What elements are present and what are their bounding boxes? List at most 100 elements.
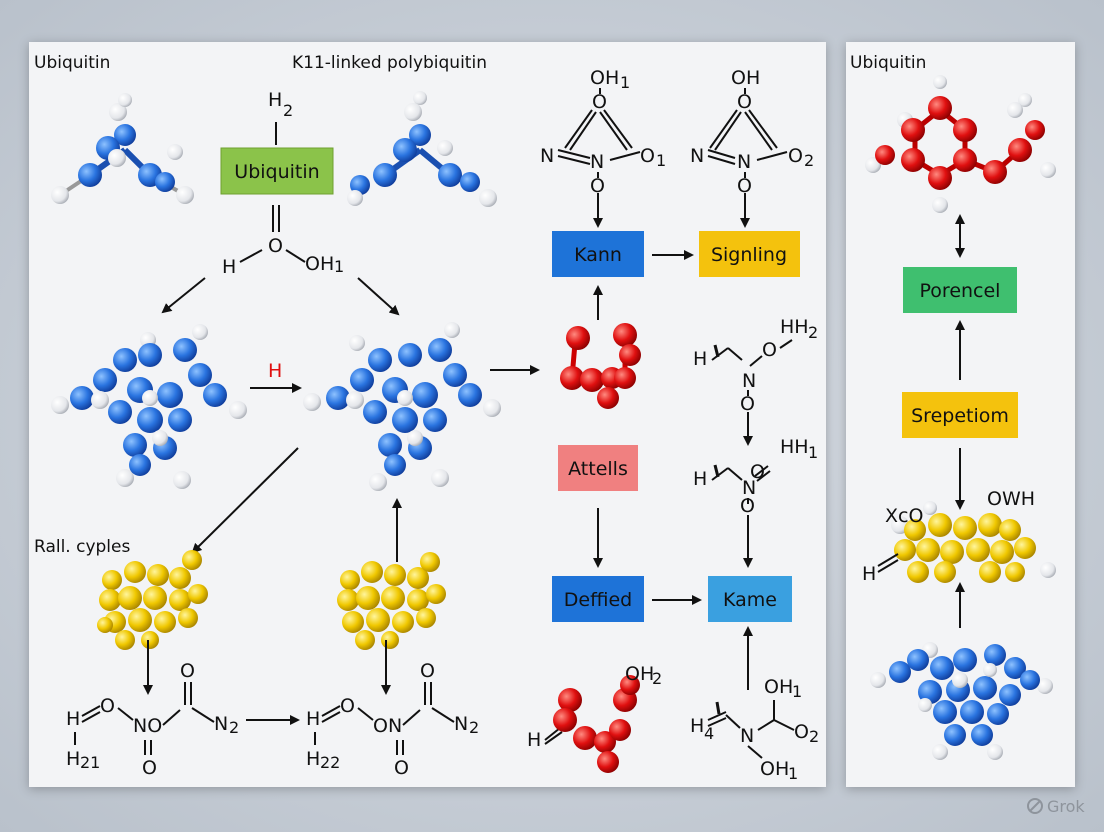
br-oh-bottom-label: OH	[760, 758, 789, 780]
red-hydrogen-label: H	[268, 360, 282, 382]
yellow-molecule-side: XcO OWH H	[862, 488, 1056, 585]
h2-atom-subscript: 2	[283, 101, 293, 120]
b1-h21-label: H	[66, 748, 80, 770]
ubiquitin-label: Ubiquitin	[34, 53, 110, 73]
br-n-label: N	[740, 725, 754, 747]
r1-o1-subscript: 1	[656, 151, 666, 170]
oh-subscript: 1	[334, 257, 344, 276]
blue-molecule-top-center	[347, 91, 497, 207]
b1-o-top-label: O	[180, 660, 195, 682]
arrow-down-left	[161, 277, 206, 314]
m2-o-bottom-label: O	[740, 495, 755, 517]
b1-o-label: O	[100, 695, 115, 717]
signling-box: Signling	[699, 231, 800, 277]
ubiquitin-box: Ubiquitin	[220, 147, 334, 195]
kann-box-label: Kann	[574, 244, 622, 266]
r1-o-bottom-label: O	[590, 175, 605, 197]
r2-oh-label: OH	[731, 67, 760, 89]
b2-n2-subscript: 2	[469, 718, 479, 737]
side-xco-label: XcO	[885, 505, 923, 527]
kann-box: Kann	[552, 231, 644, 277]
arrow-to-yellow-left	[191, 447, 299, 554]
signling-box-label: Signling	[711, 244, 787, 266]
grok-watermark: Grok	[1027, 797, 1085, 816]
b2-h-label: H	[306, 708, 320, 730]
srepetiom-box-label: Srepetiom	[911, 405, 1009, 427]
b2-n2-label: N	[454, 713, 468, 735]
b2-o-top-label: O	[420, 660, 435, 682]
deffied-box-label: Deffied	[564, 589, 632, 611]
srepetiom-box: Srepetiom	[902, 392, 1018, 438]
cycles-label: Rall. cyples	[34, 537, 130, 557]
attells-box-label: Attells	[568, 458, 628, 480]
r1-oh-label: OH	[590, 67, 619, 89]
b1-no-label: NO	[133, 715, 162, 737]
hh2-structure: H N O HH 2 O	[693, 316, 818, 415]
r2-n-left-label: N	[690, 145, 704, 167]
side-owh-label: OWH	[987, 488, 1035, 510]
blue-molecule-top-left	[51, 93, 194, 204]
br-oh-top-subscript: 1	[792, 682, 802, 701]
oxygen-label: O	[268, 235, 283, 257]
m1-hh-subscript: 2	[808, 323, 818, 342]
r2-o2-subscript: 2	[804, 151, 814, 170]
m2-hh-label: HH	[780, 436, 809, 458]
r2-o2-label: O	[788, 145, 803, 167]
m1-hh-label: HH	[780, 316, 809, 338]
b2-h22-subscript: 22	[320, 753, 340, 772]
porencel-box: Porencel	[903, 267, 1017, 313]
br-o2-label: O	[794, 721, 809, 743]
b1-n2-label: N	[214, 713, 228, 735]
r1-o1-label: O	[640, 145, 655, 167]
red-molecule-middle	[560, 323, 641, 409]
m2-hh-subscript: 1	[808, 443, 818, 462]
hh1-structure: H N O HH 1 O	[693, 436, 818, 517]
yellow-molecule-center	[337, 552, 446, 650]
bottom-left-formula: H O H 21 NO O N 2 O	[66, 660, 239, 779]
side-h-label: H	[862, 563, 876, 585]
attells-box: Attells	[558, 445, 638, 491]
red-ring-molecule	[865, 75, 1056, 213]
br-h-label: H	[690, 715, 704, 737]
b1-h21-subscript: 21	[80, 753, 100, 772]
b1-o-bottom-label: O	[142, 757, 157, 779]
red-mol-oh2-subscript: 2	[652, 669, 662, 688]
b1-h-label: H	[66, 708, 80, 730]
ubiquitin-structure: H 2 O H OH 1	[222, 89, 344, 278]
yellow-molecule-left	[97, 550, 208, 650]
oh-label: OH	[305, 253, 334, 275]
m1-h-label: H	[693, 348, 707, 370]
r2-o-bottom-label: O	[737, 175, 752, 197]
arrow-down-right	[357, 277, 400, 316]
ring-structure-2: OH O N N O 2 O	[690, 67, 814, 197]
blue-cluster-center	[303, 322, 501, 491]
hydrogen-label: H	[222, 256, 236, 278]
m2-o-label: O	[750, 461, 765, 483]
br-h-subscript: 4	[704, 724, 714, 743]
b2-o-bottom-label: O	[394, 757, 409, 779]
r2-n-center-label: N	[737, 151, 751, 173]
r1-n-center-label: N	[590, 151, 604, 173]
b2-o-label: O	[340, 695, 355, 717]
br-oh-top-label: OH	[764, 676, 793, 698]
r2-o-label: O	[737, 91, 752, 113]
r1-n-left-label: N	[540, 145, 554, 167]
b2-h22-label: H	[306, 748, 320, 770]
red-molecule-bottom: H OH 2	[527, 663, 662, 773]
kame-box-label: Kame	[723, 589, 777, 611]
r1-oh-subscript: 1	[620, 73, 630, 92]
b1-n2-subscript: 2	[229, 718, 239, 737]
m1-n-label: N	[742, 370, 756, 392]
ring-structure-1: OH 1 O N N O 1 O	[540, 67, 666, 197]
m2-n-label: N	[742, 477, 756, 499]
watermark-text: Grok	[1047, 797, 1085, 816]
polyubiquitin-label: K11-linked polybiquitin	[292, 53, 487, 73]
m1-o-bottom-label: O	[740, 393, 755, 415]
kame-box: Kame	[708, 576, 792, 622]
b2-on-label: ON	[373, 715, 402, 737]
bottom-center-formula: H O H 22 ON O N 2 O	[306, 660, 479, 779]
red-mol-oh2-label: OH	[625, 663, 654, 685]
blue-cluster-left	[51, 324, 247, 489]
r1-o-label: O	[592, 91, 607, 113]
